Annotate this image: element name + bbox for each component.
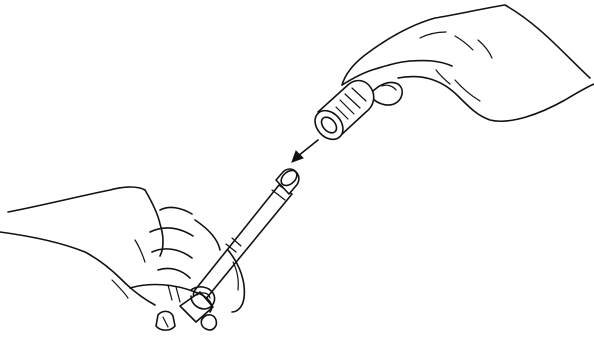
arrow-down-left-icon xyxy=(292,140,318,162)
right-hand xyxy=(342,5,594,121)
syringe xyxy=(156,168,300,331)
cap xyxy=(309,81,373,145)
